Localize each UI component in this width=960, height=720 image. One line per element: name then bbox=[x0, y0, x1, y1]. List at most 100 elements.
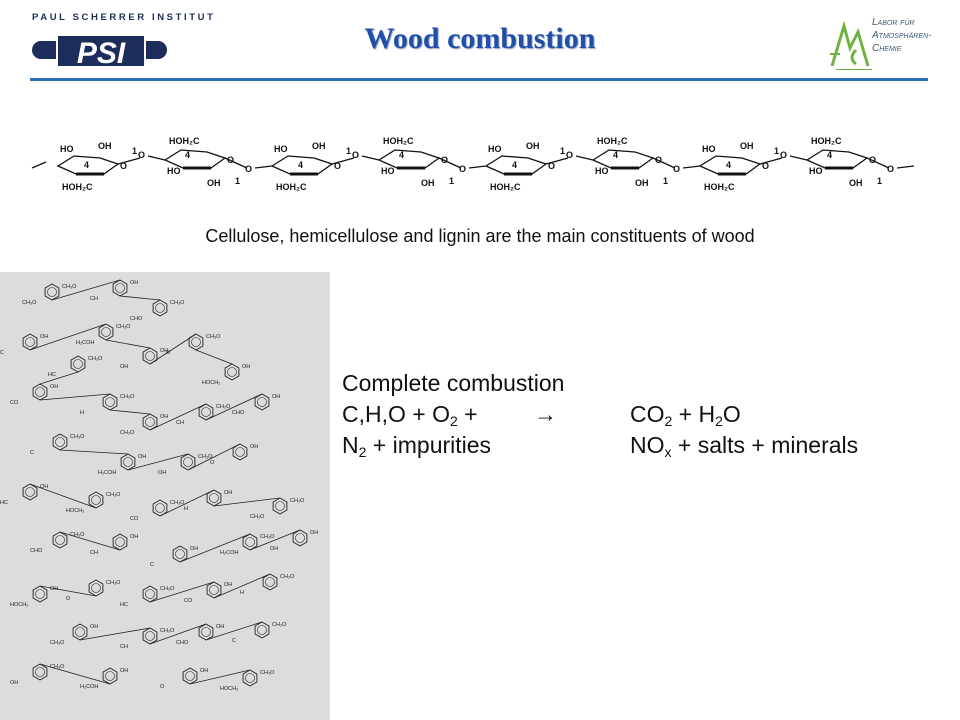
substituent-label: OH bbox=[216, 624, 224, 630]
aromatic-ring bbox=[142, 347, 158, 365]
aromatic-bond bbox=[75, 627, 85, 637]
substituent-label: CH₃O bbox=[290, 498, 305, 504]
aromatic-bond bbox=[145, 417, 155, 427]
substituent-label: OH bbox=[50, 586, 58, 592]
substituent-label: CH₃O bbox=[70, 434, 85, 440]
substituent-label: CO bbox=[130, 516, 139, 522]
carbon-number-label: 4 bbox=[726, 160, 731, 170]
aromatic-ring bbox=[112, 533, 128, 551]
aromatic-bond bbox=[185, 671, 195, 681]
products: CO2 + H2O bbox=[630, 401, 741, 429]
carbon-number-label: 1 bbox=[449, 176, 454, 186]
caption: Cellulose, hemicellulose and lignin are … bbox=[205, 226, 755, 246]
ring-oxygen-label: O bbox=[762, 161, 769, 171]
aromatic-bond bbox=[145, 351, 155, 361]
glycosidic-bond bbox=[117, 157, 141, 165]
hydroxyl-label: OH bbox=[740, 141, 754, 151]
bridge-oxygen-label: O bbox=[138, 150, 145, 160]
substituent-label: HC bbox=[120, 602, 128, 608]
hydroxyl-label: OH bbox=[98, 141, 112, 151]
psi-logo-text: PSI bbox=[77, 37, 126, 70]
linkage-bond bbox=[39, 371, 79, 385]
hydroxyl-label: HO bbox=[702, 144, 716, 154]
reactants-extra: N2 + impurities bbox=[342, 432, 492, 460]
aromatic-ring bbox=[32, 383, 48, 401]
lab-line: Atmosphären- bbox=[872, 30, 932, 41]
hydroxyl-label: OH bbox=[849, 178, 863, 188]
substituent-label: OH bbox=[160, 348, 168, 354]
substituent-label: C bbox=[232, 638, 236, 644]
carbon-number-label: 4 bbox=[399, 150, 404, 160]
aromatic-bond bbox=[123, 457, 133, 467]
substituent-label: CH₃O bbox=[170, 500, 185, 506]
aromatic-ring bbox=[198, 623, 214, 641]
substituent-label: O bbox=[210, 460, 215, 466]
aromatic-bond bbox=[105, 671, 115, 681]
carbon-number-label: 4 bbox=[185, 150, 190, 160]
aromatic-bond bbox=[201, 407, 211, 417]
hydroxyl-label: OH bbox=[526, 141, 540, 151]
lignin-structure-diagram: CH₃OCH₃OOHCHCH₃OCHOOHCCH₃OH₂COHOHOHCH₃OO… bbox=[0, 279, 318, 692]
aromatic-bond bbox=[101, 327, 111, 337]
ring-oxygen-label: O bbox=[548, 161, 555, 171]
substituent-label: CH₃O bbox=[116, 324, 131, 330]
aromatic-bond bbox=[105, 397, 115, 407]
lab-line: Chemie bbox=[872, 43, 902, 54]
substituent-label: CH₃O bbox=[260, 670, 275, 676]
aromatic-ring bbox=[88, 491, 104, 509]
substituent-label: OH bbox=[138, 454, 146, 460]
linkage-bond bbox=[159, 489, 215, 517]
substituent-label: CH₃O bbox=[70, 532, 85, 538]
linkage-bond bbox=[149, 623, 207, 645]
substituent-label: CO bbox=[184, 598, 193, 604]
aromatic-ring bbox=[142, 585, 158, 603]
substituent-label: OH bbox=[190, 546, 198, 552]
glycosidic-bond bbox=[682, 165, 701, 169]
glycosidic-bond bbox=[331, 157, 355, 165]
substituent-label: HOCH₂ bbox=[202, 380, 220, 386]
aromatic-bond bbox=[145, 589, 155, 599]
aromatic-bond bbox=[115, 283, 125, 293]
hydroxymethyl-label: HOH₂C bbox=[704, 182, 735, 192]
aromatic-ring bbox=[120, 453, 136, 471]
substituent-label: OH bbox=[272, 394, 280, 400]
lac-mark-icon bbox=[830, 20, 872, 71]
substituent-label: O bbox=[66, 596, 71, 602]
bridge-oxygen-label: O bbox=[566, 150, 573, 160]
hydroxyl-label: OH bbox=[312, 141, 326, 151]
substituent-label: C bbox=[150, 562, 154, 568]
bridge-oxygen-label: O bbox=[780, 150, 787, 160]
substituent-label: HOCH₂ bbox=[10, 602, 28, 608]
substituent-label: H₂COH bbox=[98, 470, 116, 476]
aromatic-ring bbox=[242, 533, 258, 551]
substituent-label: C bbox=[0, 350, 4, 356]
linkage-bond bbox=[149, 403, 207, 431]
reaction-row-1: C,H,O + O2 + → CO2 + H2O bbox=[342, 399, 741, 430]
aromatic-ring bbox=[254, 621, 270, 639]
aromatic-ring bbox=[142, 627, 158, 645]
hydroxymethyl-label: HOH₂C bbox=[811, 136, 842, 146]
substituent-label: OH bbox=[10, 680, 18, 686]
bridge-oxygen-label: O bbox=[887, 164, 894, 174]
substituent-label: O bbox=[166, 350, 171, 356]
aromatic-ring bbox=[32, 663, 48, 681]
hydroxymethyl-label: HOH₂C bbox=[597, 136, 628, 146]
substituent-label: C bbox=[30, 450, 34, 456]
aromatic-ring bbox=[262, 573, 278, 591]
heading-text: Complete combustion bbox=[342, 370, 565, 396]
aromatic-ring bbox=[22, 483, 38, 501]
glycosidic-bond bbox=[438, 157, 462, 169]
aromatic-ring bbox=[72, 623, 88, 641]
header-divider bbox=[30, 78, 928, 81]
substituent-label: CH₃O bbox=[206, 334, 221, 340]
aromatic-bond bbox=[209, 585, 219, 595]
linkage-bond bbox=[29, 323, 107, 351]
carbon-number-label: 1 bbox=[132, 146, 137, 156]
substituent-label: CH₃O bbox=[22, 300, 37, 306]
aromatic-ring bbox=[254, 393, 270, 411]
reaction-row-2: N2 + impurities NOx + salts + minerals bbox=[342, 430, 858, 461]
aromatic-ring bbox=[152, 299, 168, 317]
aromatic-bond bbox=[201, 627, 211, 637]
linkage-bond bbox=[127, 453, 189, 471]
substituent-label: CH bbox=[90, 296, 98, 302]
